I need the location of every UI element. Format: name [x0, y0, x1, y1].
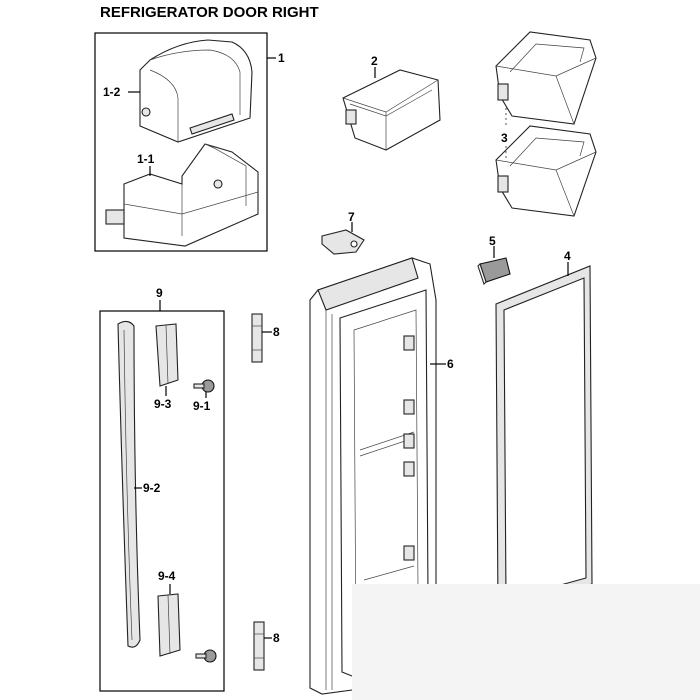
- callout-9: 9: [156, 286, 163, 300]
- part-5-block: [477, 257, 511, 286]
- group-1-box: [94, 32, 276, 252]
- callout-9-2: 9-2: [143, 481, 161, 495]
- group-9-box: [99, 300, 225, 692]
- part-1-2-bin-cover: [139, 39, 253, 143]
- part-9-4-lower-mount: [157, 593, 181, 657]
- blank-patch: [352, 584, 700, 700]
- callout-9-1: 9-1: [193, 399, 211, 413]
- part-1-1-bin-housing: [105, 143, 259, 247]
- part-7-bracket: [321, 229, 365, 255]
- part-8-clip-lower: [253, 621, 265, 671]
- callout-1-2: 1-2: [103, 85, 121, 99]
- part-2-small-bin: [342, 69, 441, 151]
- callout-8-upper: 8: [273, 325, 280, 339]
- callout-4: 4: [564, 249, 571, 263]
- callout-7: 7: [348, 210, 355, 224]
- part-3-large-bins: [495, 31, 597, 217]
- part-9-3-upper-mount: [155, 323, 179, 387]
- callout-9-4: 9-4: [158, 569, 176, 583]
- diagram-title: REFRIGERATOR DOOR RIGHT: [100, 4, 319, 21]
- part-9-1-screw-lower: [195, 649, 217, 663]
- callout-3: 3: [501, 131, 508, 145]
- part-8-clip-upper: [251, 313, 263, 363]
- part-9-1-screw: [193, 379, 215, 393]
- callout-8-lower: 8: [273, 631, 280, 645]
- callout-5: 5: [489, 234, 496, 248]
- callout-1: 1: [278, 51, 285, 65]
- callout-1-1: 1-1: [137, 152, 155, 166]
- part-4-gasket: [495, 265, 593, 611]
- callout-9-3: 9-3: [154, 397, 172, 411]
- callout-6: 6: [447, 357, 454, 371]
- callout-2: 2: [371, 54, 378, 68]
- part-9-2-handle: [117, 320, 141, 648]
